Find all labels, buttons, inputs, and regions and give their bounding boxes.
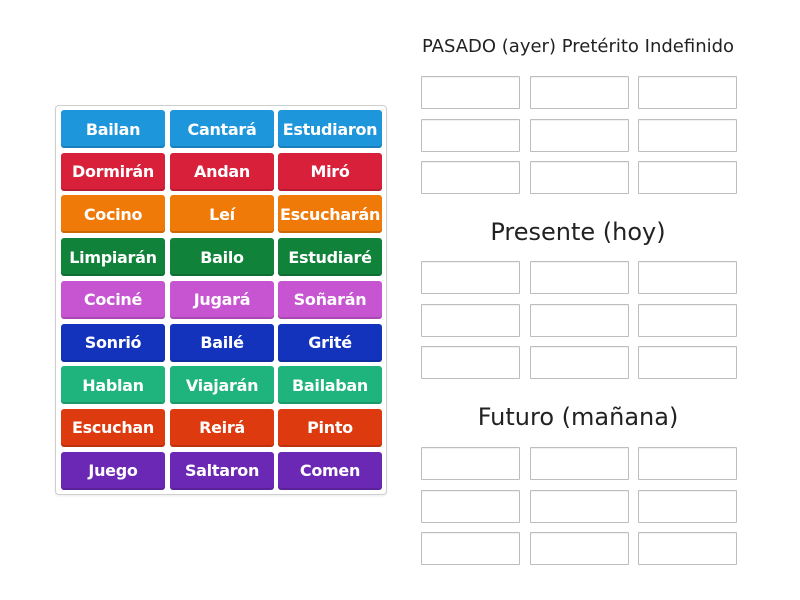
drop-slot[interactable] (638, 118, 737, 152)
word-tile[interactable]: Juego (61, 451, 165, 490)
drop-slot[interactable] (530, 489, 629, 523)
word-tile[interactable]: Dormirán (61, 152, 165, 191)
drop-slot[interactable] (638, 346, 737, 379)
drop-slot[interactable] (421, 303, 520, 337)
word-tile[interactable]: Saltaron (170, 451, 274, 490)
word-tile[interactable]: Sonrió (61, 323, 165, 362)
word-tile[interactable]: Bailan (61, 110, 165, 148)
word-tile[interactable]: Estudiaron (278, 110, 382, 148)
drop-slot[interactable] (530, 532, 629, 565)
drop-slot[interactable] (530, 261, 629, 294)
drop-slot[interactable] (421, 489, 520, 523)
word-tile[interactable]: Hablan (61, 366, 165, 405)
drop-slot[interactable] (530, 346, 629, 379)
drop-slot[interactable] (530, 161, 629, 194)
drop-slot[interactable] (421, 447, 520, 480)
word-tile[interactable]: Miró (278, 152, 382, 191)
word-tile[interactable]: Reirá (170, 408, 274, 447)
word-tile[interactable]: Bailo (170, 238, 274, 277)
word-tile[interactable]: Limpiarán (61, 238, 165, 277)
drop-slot[interactable] (530, 447, 629, 480)
drop-slot[interactable] (421, 346, 520, 379)
word-tile[interactable]: Soñarán (278, 280, 382, 319)
word-tile[interactable]: Escuchan (61, 408, 165, 447)
drop-slot[interactable] (530, 76, 629, 109)
drop-slot[interactable] (638, 532, 737, 565)
zone-title: PASADO (ayer) Pretérito Indefinido (421, 36, 735, 57)
drop-slot[interactable] (421, 261, 520, 294)
word-tile[interactable]: Bailaban (278, 366, 382, 405)
word-tile[interactable]: Estudiaré (278, 238, 382, 277)
drop-slot[interactable] (638, 261, 737, 294)
word-tile[interactable]: Comen (278, 451, 382, 490)
word-tile[interactable]: Leí (170, 195, 274, 234)
word-tile[interactable]: Cantará (170, 110, 274, 148)
word-tile[interactable]: Grité (278, 323, 382, 362)
drop-slot[interactable] (421, 76, 520, 109)
drop-slot[interactable] (638, 76, 737, 109)
zone-title: Futuro (mañana) (477, 403, 679, 431)
drop-slot[interactable] (638, 489, 737, 523)
drop-slot[interactable] (421, 532, 520, 565)
drop-slot[interactable] (638, 447, 737, 480)
drop-slot[interactable] (638, 303, 737, 337)
zone-title: Presente (hoy) (490, 218, 666, 246)
word-tile[interactable]: Pinto (278, 408, 382, 447)
word-tile[interactable]: Bailé (170, 323, 274, 362)
word-tile[interactable]: Cociné (61, 280, 165, 319)
word-tile[interactable]: Andan (170, 152, 274, 191)
word-tile[interactable]: Cocino (61, 195, 165, 234)
drop-slot[interactable] (421, 161, 520, 194)
word-tile[interactable]: Escucharán (278, 195, 382, 234)
word-tile[interactable]: Viajarán (170, 366, 274, 405)
drop-slot[interactable] (421, 118, 520, 152)
drop-slot[interactable] (530, 303, 629, 337)
drop-slot[interactable] (638, 161, 737, 194)
drop-slot[interactable] (530, 118, 629, 152)
word-tile[interactable]: Jugará (170, 280, 274, 319)
